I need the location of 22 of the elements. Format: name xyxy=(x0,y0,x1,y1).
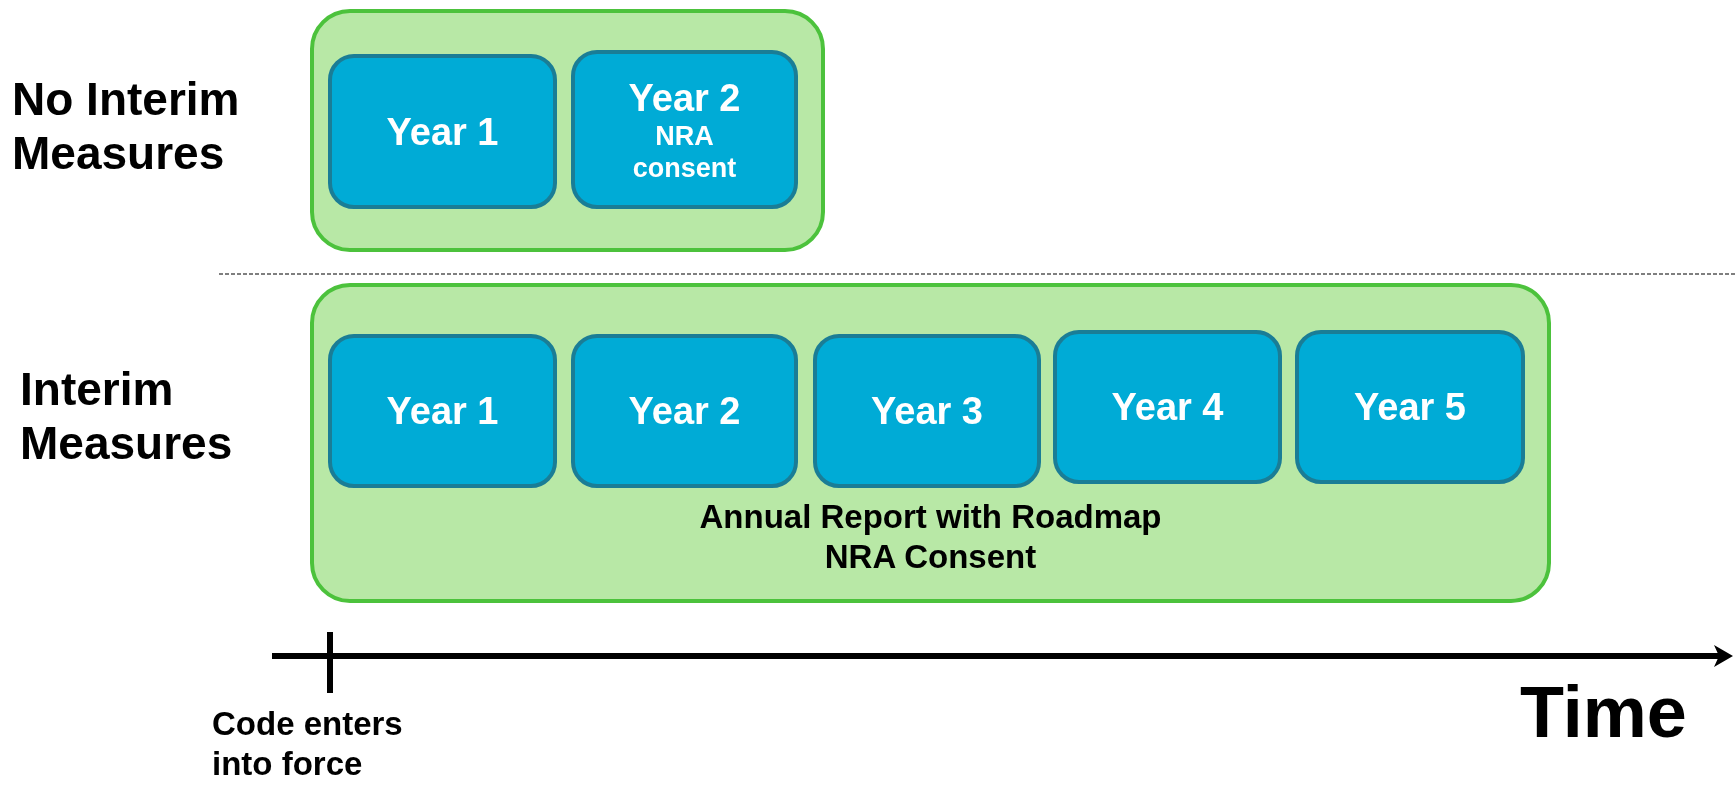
row-label: No Interim Measures xyxy=(12,72,241,180)
year-box xyxy=(328,334,557,488)
panel-note: Annual Report with Roadmap NRA Consent xyxy=(698,497,1163,577)
year-box xyxy=(571,334,798,488)
tick-label: Code enters into force xyxy=(212,704,404,784)
year-label: Year 2 xyxy=(628,389,741,433)
phase-panel xyxy=(310,9,825,252)
year-box xyxy=(571,50,798,209)
year-label: Year 1 xyxy=(386,109,499,154)
year-label: Year 1 xyxy=(386,389,499,433)
year-box xyxy=(1295,330,1525,484)
axis-label: Time xyxy=(1520,672,1688,752)
year-label: Year 4 xyxy=(1111,385,1224,429)
phase-panel xyxy=(310,283,1551,603)
year-label: Year 2 xyxy=(628,75,741,120)
year-label: Year 5 xyxy=(1354,385,1466,429)
year-note: NRA consent xyxy=(631,119,738,184)
row-label: Interim Measures xyxy=(20,362,234,470)
year-box xyxy=(813,334,1041,488)
year-label: Year 3 xyxy=(871,389,983,433)
year-box xyxy=(1053,330,1282,484)
year-box xyxy=(328,54,557,209)
